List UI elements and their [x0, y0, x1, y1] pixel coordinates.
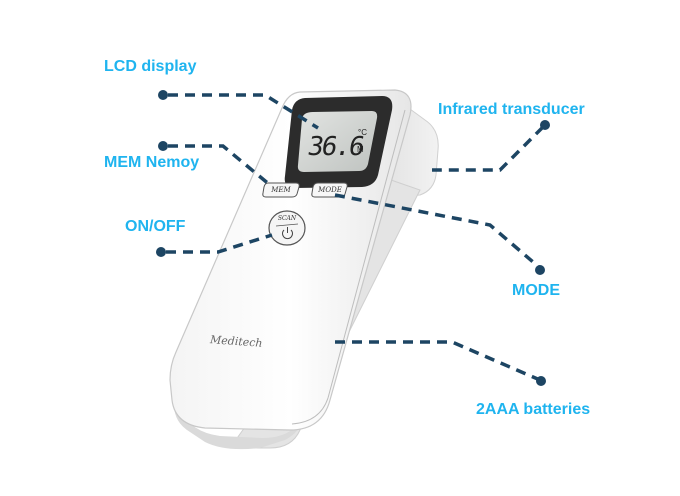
mode-button[interactable]: MODE — [313, 184, 347, 197]
scan-power-button[interactable]: SCAN — [270, 213, 304, 225]
leader-mem — [168, 144, 272, 187]
label-mem-memory: MEM Nemoy — [104, 154, 200, 171]
lcd-mode-indicator: M — [357, 145, 364, 154]
lcd-unit: °C — [358, 128, 367, 137]
mode-button-label: MODE — [318, 186, 342, 194]
scan-button-label: SCAN — [277, 215, 297, 222]
label-batteries: 2AAA batteries — [476, 401, 591, 418]
leader-mode — [334, 193, 542, 270]
leader-onoff — [166, 233, 273, 254]
label-mode: MODE — [512, 282, 560, 299]
leader-lines — [166, 93, 545, 382]
label-lcd-display: LCD display — [104, 58, 197, 75]
leader-endpoints — [156, 90, 550, 386]
label-infrared-transducer: Infrared transducer — [438, 101, 585, 118]
label-on-off: ON/OFF — [125, 218, 186, 235]
leader-infrared — [432, 125, 545, 172]
leader-lcd — [168, 93, 319, 130]
leader-batteries — [335, 340, 541, 382]
buttons — [262, 182, 348, 246]
mem-button[interactable]: MEM — [264, 184, 298, 197]
mem-button-label: MEM — [271, 186, 291, 194]
